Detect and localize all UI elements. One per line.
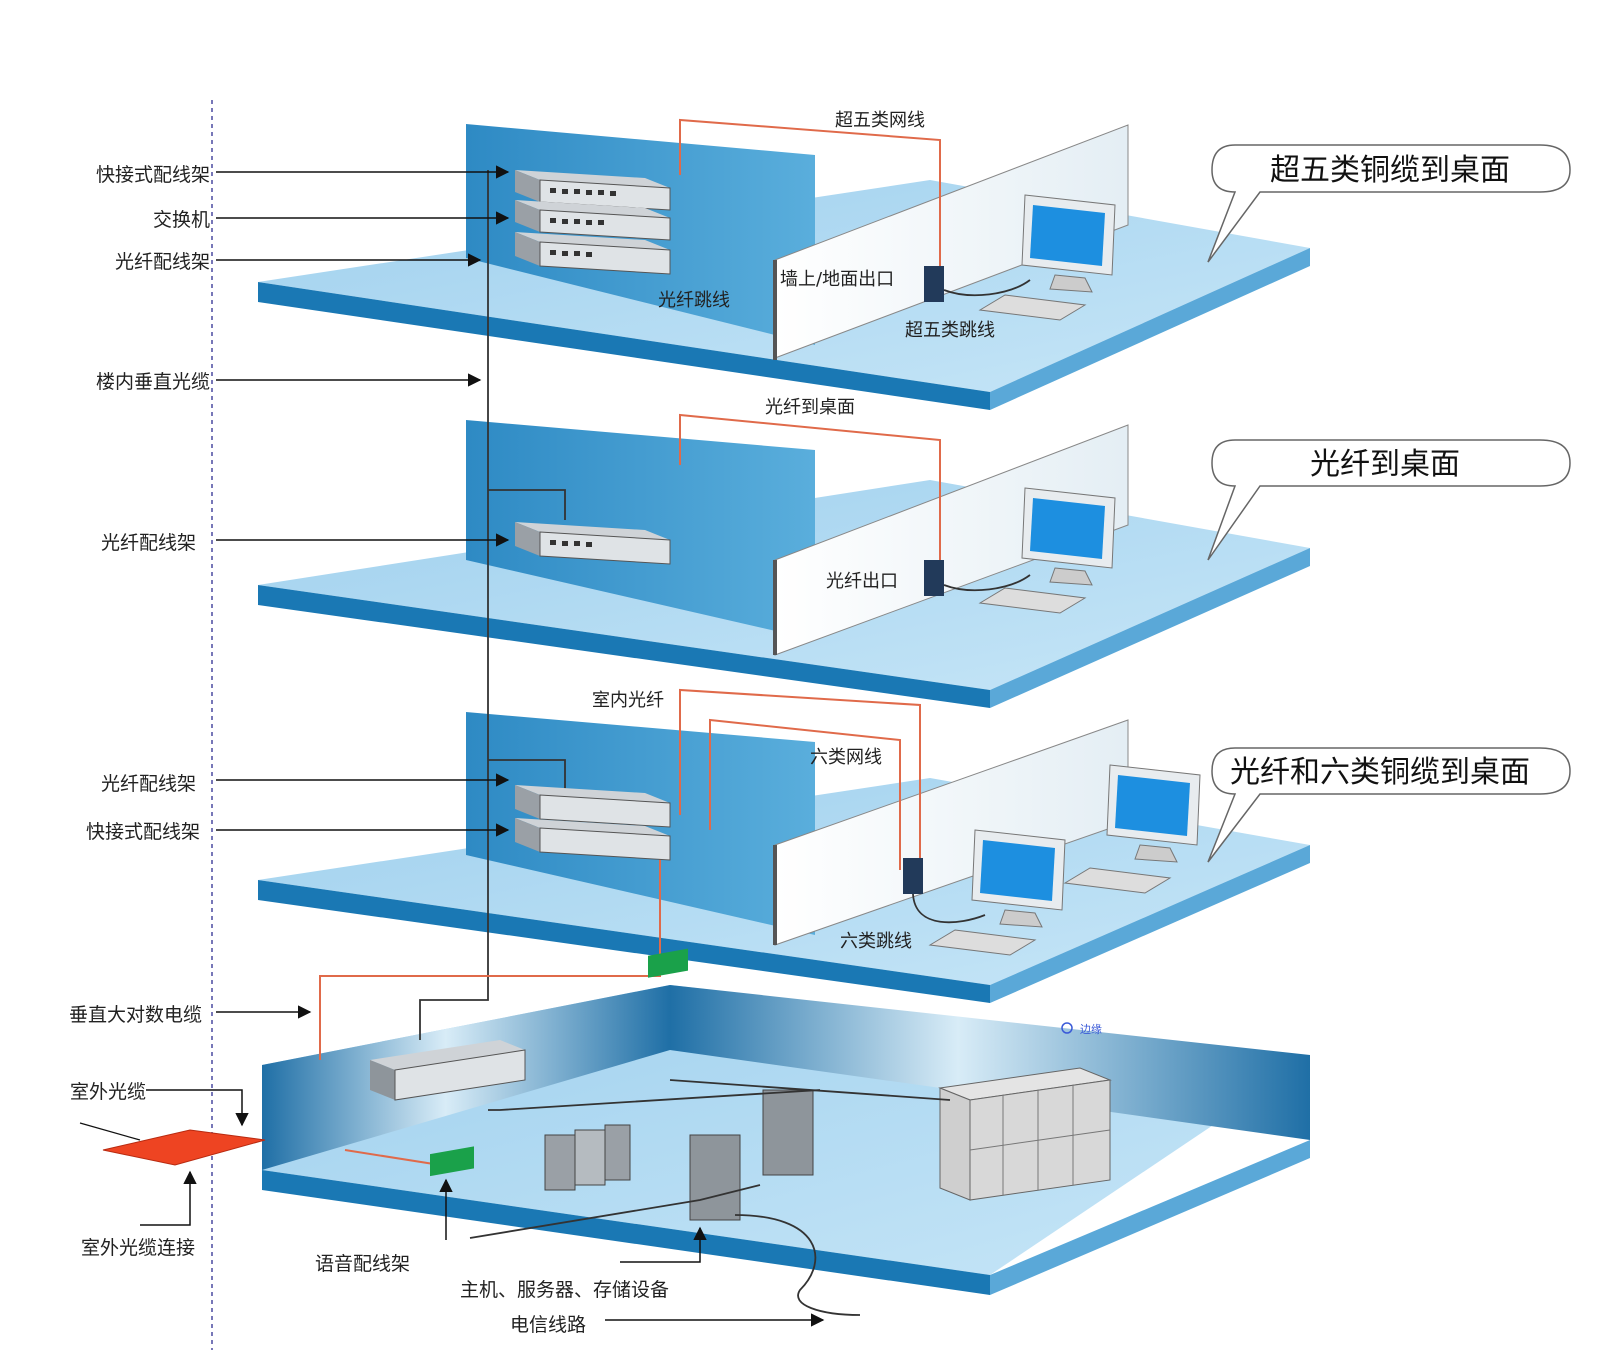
edge-marker-icon [1061, 1022, 1073, 1034]
label-outdoor-fiber-connect: 室外光缆连接 [81, 1237, 195, 1259]
label-fiber-panel-mid: 光纤配线架 [101, 532, 196, 554]
label-switch: 交换机 [153, 209, 210, 231]
fiber-panel-floor2 [515, 522, 671, 565]
bubble-floor1 [1207, 144, 1571, 263]
label-telecom-line: 电信线路 [510, 1314, 586, 1336]
server-racks [544, 1089, 814, 1221]
switch-top-1 [515, 170, 671, 211]
voice-panel-green-2 [430, 1146, 474, 1177]
label-cat6-patch: 六类跳线 [840, 931, 912, 952]
computer-floor1 [943, 194, 1116, 321]
label-cat6-cable: 六类网线 [810, 747, 882, 768]
label-fiber-panel-3: 光纤配线架 [101, 773, 196, 795]
outlet-floor2 [924, 560, 944, 596]
outlet-floor1 [924, 266, 944, 302]
computer-floor3b [912, 829, 1066, 956]
basement-switch [370, 1040, 526, 1101]
computer-floor2 [943, 487, 1116, 614]
outlet-floor3 [903, 858, 923, 894]
label-fiber-to-desk: 光纤到桌面 [765, 397, 855, 418]
switch-top-2 [515, 200, 671, 241]
backbone-wires [319, 170, 661, 1060]
label-vertical-trunk: 垂直大对数电缆 [69, 1004, 202, 1026]
voice-panel-green-1 [648, 948, 688, 978]
bubble-floor3 [1207, 747, 1571, 863]
bubble-floor2 [1207, 439, 1571, 561]
label-fiber-panel-top: 光纤配线架 [115, 251, 210, 273]
floor-1 [258, 124, 1310, 410]
storage-cabinets [938, 1067, 1112, 1201]
label-voice-panel: 语音配线架 [315, 1253, 410, 1275]
outdoor-fiber-pad [102, 1129, 266, 1166]
label-fiber-jumper: 光纤跳线 [658, 290, 730, 311]
label-cat5e-patch: 超五类跳线 [905, 320, 995, 341]
label-vertical-fiber: 楼内垂直光缆 [96, 371, 210, 393]
label-quick-patch-3: 快接式配线架 [86, 821, 200, 843]
label-edge-note: 边缘 [1080, 1023, 1102, 1036]
label-wall-outlet: 墙上/地面出口 [780, 269, 894, 290]
label-indoor-fiber: 室内光纤 [592, 690, 664, 711]
label-fiber-outlet: 光纤出口 [826, 571, 898, 592]
bubble-text-floor1: 超五类铜缆到桌面 [1270, 153, 1510, 188]
panels-floor3 [515, 785, 671, 861]
orange-cables [344, 118, 941, 1166]
computer-floor3a [1063, 764, 1201, 894]
bubble-text-floor3: 光纤和六类铜缆到桌面 [1230, 755, 1530, 790]
floor-3 [258, 712, 1310, 1003]
label-servers: 主机、服务器、存储设备 [460, 1279, 669, 1301]
label-outdoor-fiber: 室外光缆 [70, 1081, 146, 1103]
basement-wires [469, 1079, 951, 1316]
floor-2 [258, 420, 1310, 708]
label-quick-patch-top: 快接式配线架 [96, 164, 210, 186]
bubble-text-floor2: 光纤到桌面 [1310, 447, 1460, 482]
label-cat5e-cable: 超五类网线 [835, 110, 925, 131]
label-arrows [79, 165, 825, 1327]
switch-top-3 [515, 232, 671, 275]
